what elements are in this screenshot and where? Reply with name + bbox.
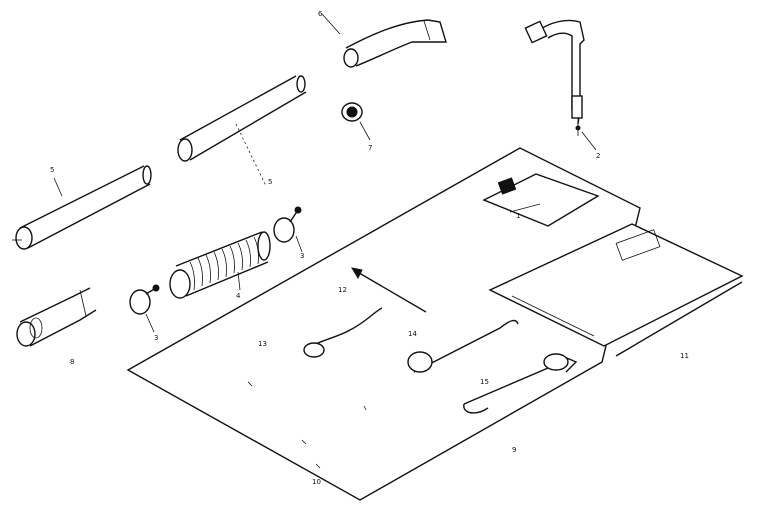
board-detail-marks xyxy=(247,381,367,469)
callout-5-lower: 5 xyxy=(50,166,54,174)
flexible-hose-part xyxy=(169,231,271,299)
clamp-ring-part xyxy=(341,102,371,141)
handle-elbow-part xyxy=(321,13,447,68)
callout-6: 6 xyxy=(318,10,323,18)
extension-wand-lower-part xyxy=(12,165,152,250)
dusting-brush-part xyxy=(407,319,519,373)
crevice-tool-part xyxy=(303,307,383,358)
hose-clamp-left-part xyxy=(129,284,160,333)
callout-13: 13 xyxy=(258,340,267,348)
callout-9: 9 xyxy=(512,446,516,454)
power-cord-part xyxy=(524,19,597,151)
callout-12: 12 xyxy=(338,286,347,294)
direction-arrow xyxy=(350,267,427,313)
callout-7: 7 xyxy=(368,144,372,152)
callout-8: 8 xyxy=(70,358,74,366)
upholstery-tool-part xyxy=(463,353,578,414)
hose-clamp-right-part xyxy=(273,206,303,253)
callout-5-upper: 5 xyxy=(268,178,272,186)
instruction-manual-part xyxy=(488,223,744,357)
callout-14: 14 xyxy=(408,330,417,338)
nozzle-part xyxy=(16,287,97,347)
callout-1: 1 xyxy=(516,212,520,220)
extension-wand-upper-part xyxy=(177,75,307,187)
callout-11: 11 xyxy=(680,352,689,360)
callout-15: 15 xyxy=(480,378,489,386)
callout-4: 4 xyxy=(236,292,241,300)
callout-3-right: 3 xyxy=(300,252,304,260)
callout-10: 10 xyxy=(312,478,321,486)
callout-3-left: 3 xyxy=(154,334,158,342)
callout-2: 2 xyxy=(596,152,600,160)
label-card-part xyxy=(482,173,600,227)
